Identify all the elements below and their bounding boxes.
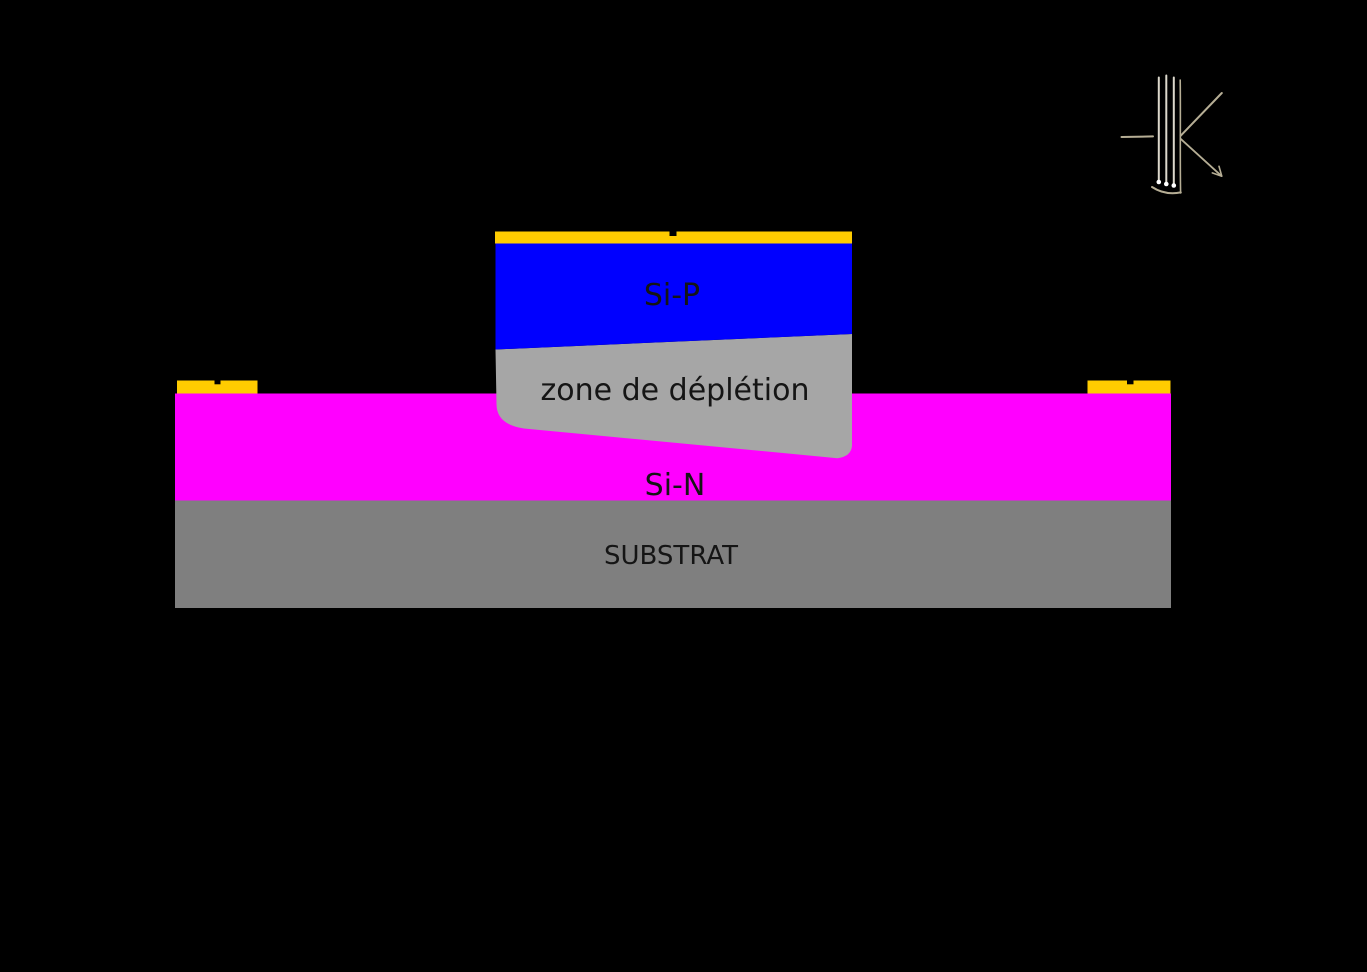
sketch-strokes — [1120, 79, 1223, 195]
light-ray-dots — [1156, 179, 1177, 188]
substrate-shape — [175, 500, 1171, 608]
arrowhead — [1211, 165, 1223, 177]
p-region-shape — [495, 243, 852, 350]
ray-dot — [1164, 181, 1169, 187]
top-contact — [495, 231, 852, 244]
ray-dot — [1171, 183, 1177, 188]
left-contact — [177, 380, 258, 394]
depletion-region-label: zone de déplétion — [540, 373, 810, 408]
right-contact-wire-stub — [1127, 380, 1134, 385]
bottom-hook-curve — [1151, 186, 1182, 195]
reflected-arrow-line — [1179, 137, 1223, 177]
substrate-label: SUBSTRAT — [604, 541, 738, 571]
depletion-region-shape — [495, 334, 852, 459]
ray-dot — [1156, 179, 1162, 185]
horizontal-dash — [1120, 135, 1154, 138]
light-ray-lines — [1157, 74, 1175, 185]
incident-light-sketch-icon — [1120, 74, 1223, 195]
right-contact — [1087, 380, 1171, 394]
incoming-ray-line — [1179, 92, 1223, 137]
top-contact-wire-stub — [669, 231, 677, 236]
n-region-label: Si-N — [644, 468, 706, 503]
left-contact-wire-stub — [214, 380, 221, 385]
p-region-label: Si-P — [643, 278, 701, 313]
